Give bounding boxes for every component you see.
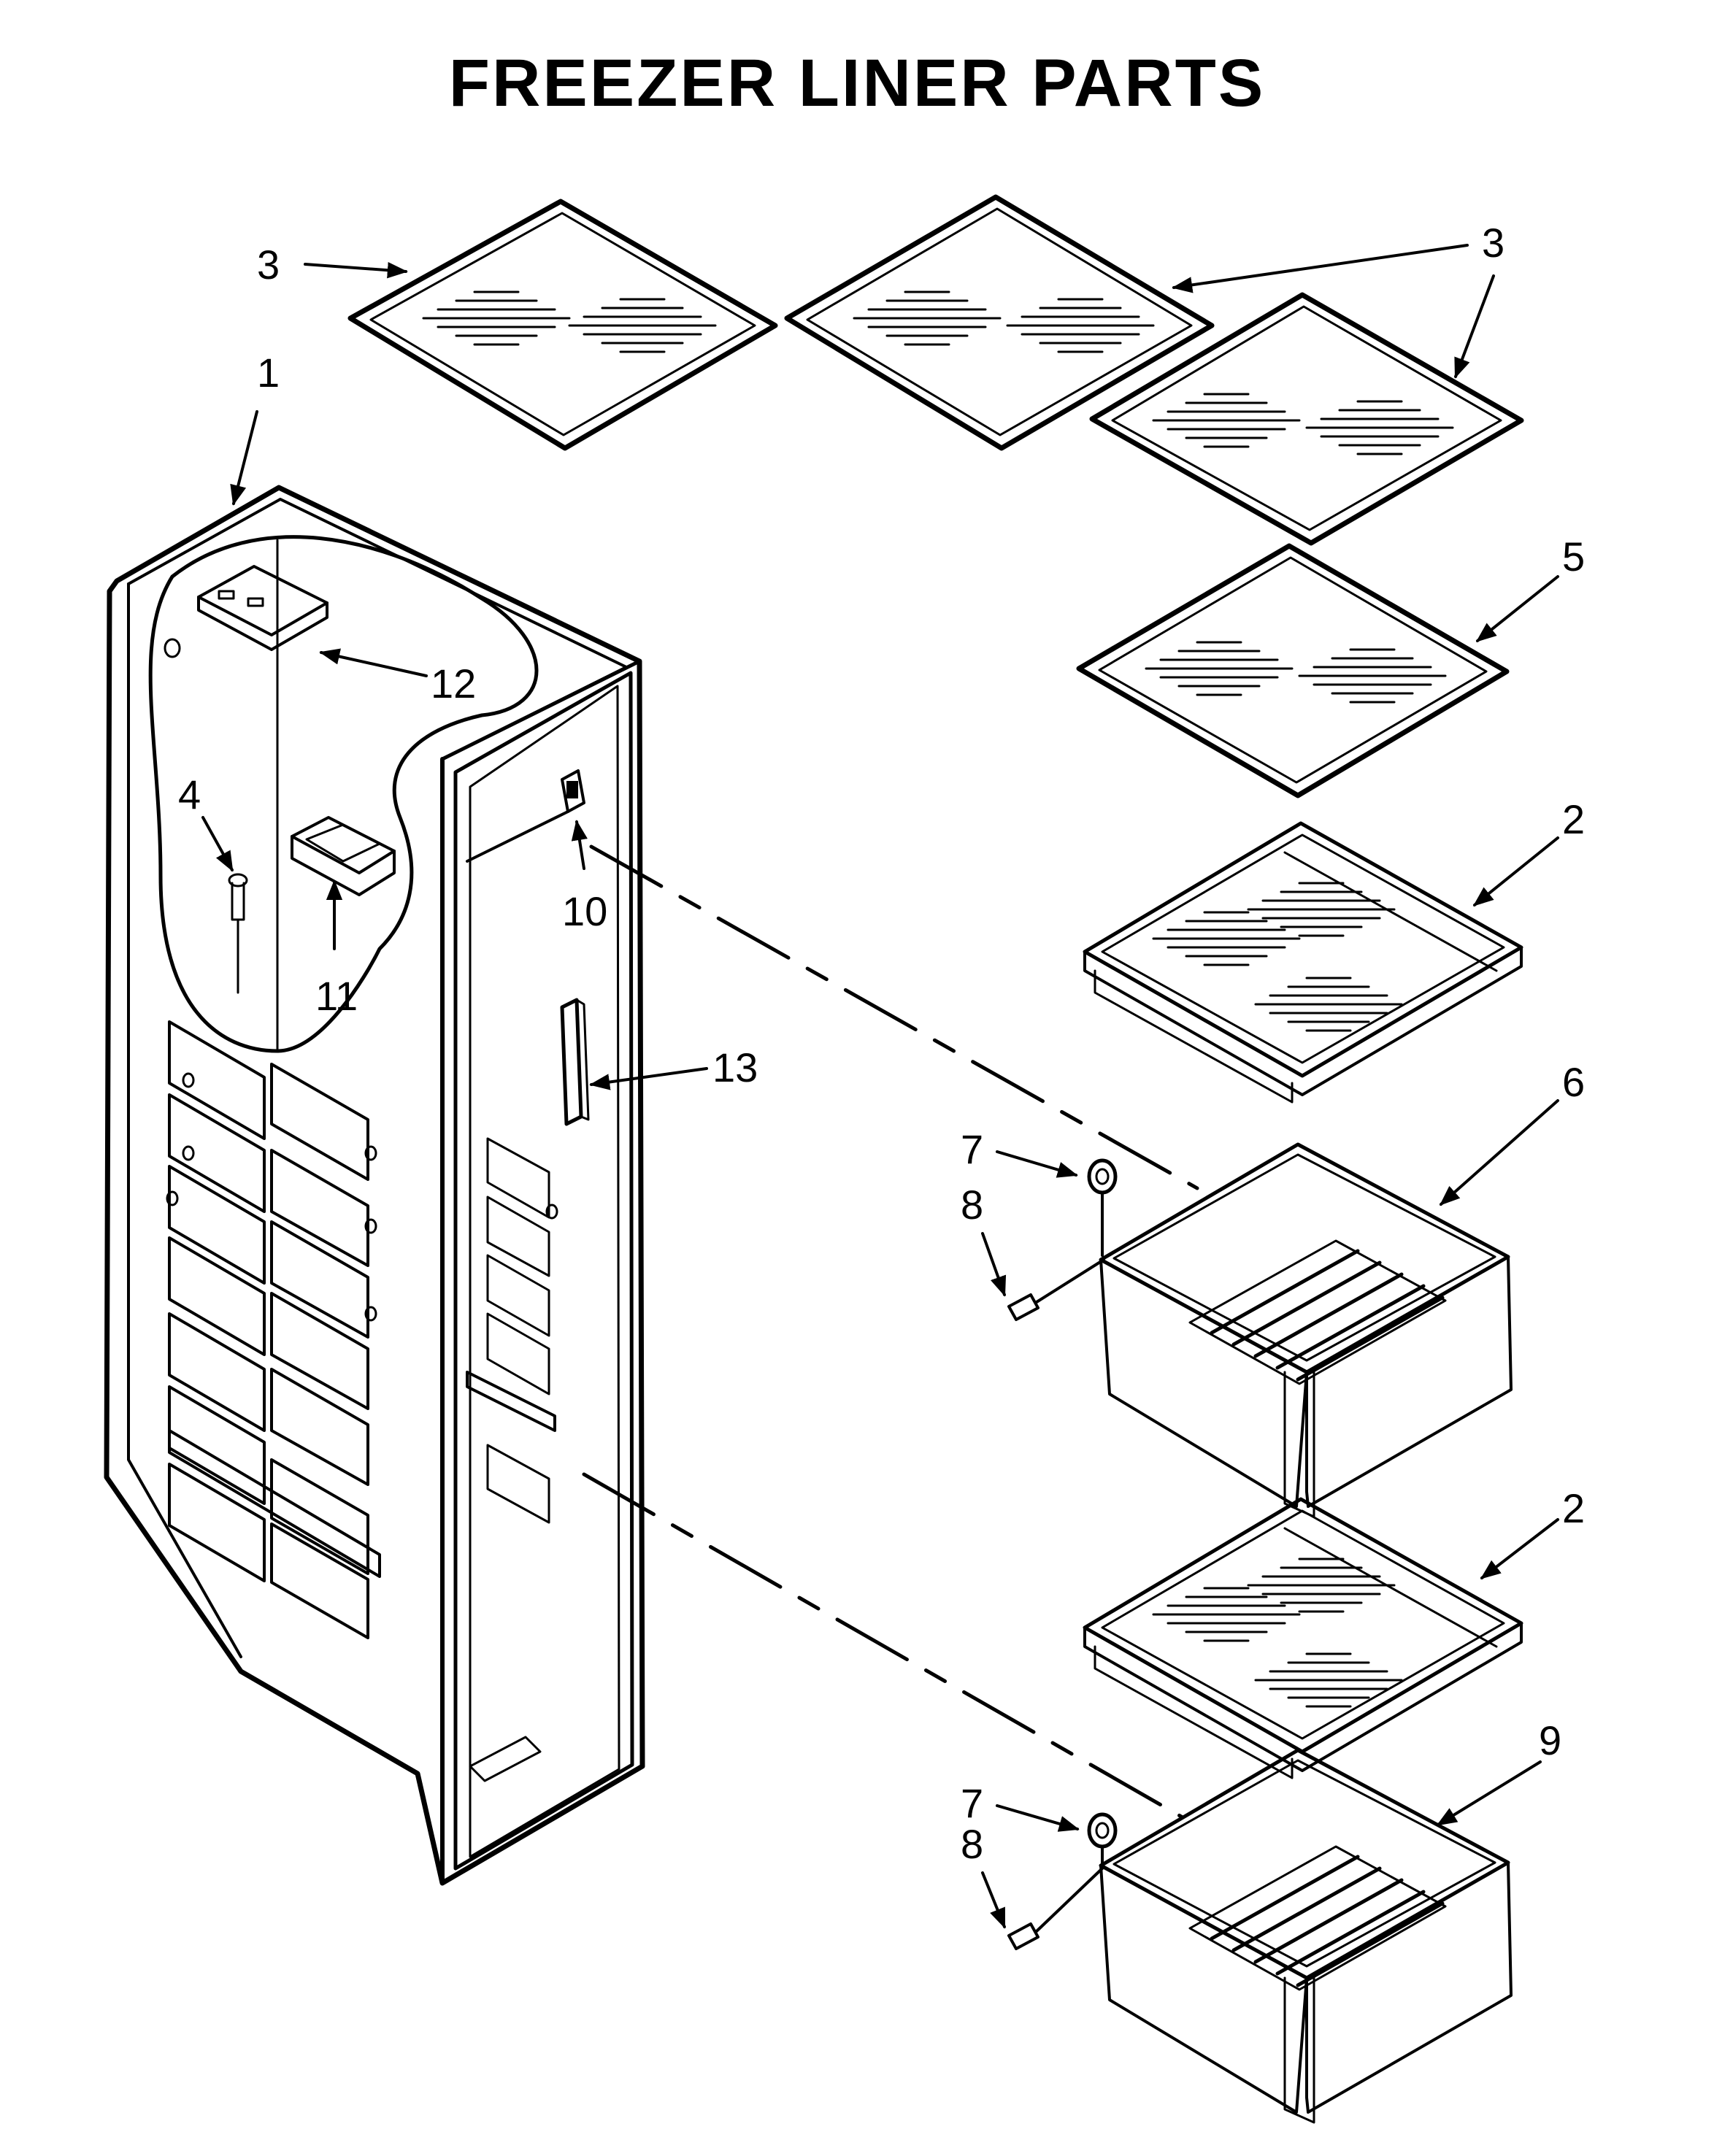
- light-socket-10: [466, 769, 585, 863]
- glass-shelf-3-middle: [784, 194, 1215, 451]
- control-board-12: [197, 565, 328, 651]
- callout-4: 4: [178, 771, 201, 817]
- thermistor-4: [228, 873, 248, 994]
- callout-6: 6: [1562, 1059, 1585, 1105]
- callout-3-left: 3: [257, 242, 280, 288]
- leader-lines: [201, 244, 1559, 1929]
- callout-7-upper: 7: [961, 1126, 983, 1172]
- freezer-basket-9: [1099, 1748, 1513, 2124]
- damper-housing-11: [291, 816, 396, 896]
- glass-shelf-3-right: [1089, 292, 1524, 546]
- screw-8-lower: [1007, 1867, 1104, 1950]
- roller-7-lower: [1087, 1812, 1118, 1864]
- freezer-liner-1: [104, 485, 645, 1886]
- callout-8-lower: 8: [961, 1821, 983, 1867]
- guide-line-lower: [582, 1472, 1185, 1820]
- diagram-title: FREEZER LINER PARTS: [448, 46, 1266, 120]
- callout-10: 10: [562, 888, 607, 934]
- glass-shelf-3-left: [347, 199, 778, 451]
- callout-2-upper: 2: [1562, 796, 1585, 842]
- roller-7-upper: [1087, 1158, 1118, 1257]
- callout-11: 11: [315, 973, 358, 1019]
- callout-12: 12: [431, 661, 476, 707]
- callout-1: 1: [257, 350, 280, 396]
- framed-shelf-2-lower: [1083, 1497, 1523, 1779]
- callout-3-right-top: 3: [1482, 220, 1504, 266]
- freezer-basket-6: [1099, 1142, 1513, 1518]
- framed-shelf-2-upper: [1083, 821, 1523, 1104]
- glass-shelf-5: [1076, 543, 1510, 798]
- callout-13: 13: [712, 1044, 758, 1090]
- guide-line-upper: [589, 844, 1199, 1190]
- callout-8-upper: 8: [961, 1182, 983, 1228]
- callout-5: 5: [1562, 534, 1585, 580]
- callout-7-lower: 7: [961, 1780, 983, 1826]
- callout-2-lower: 2: [1562, 1485, 1585, 1531]
- callout-9: 9: [1539, 1717, 1561, 1763]
- screw-8-upper: [1007, 1258, 1105, 1321]
- light-cover-13: [560, 998, 590, 1126]
